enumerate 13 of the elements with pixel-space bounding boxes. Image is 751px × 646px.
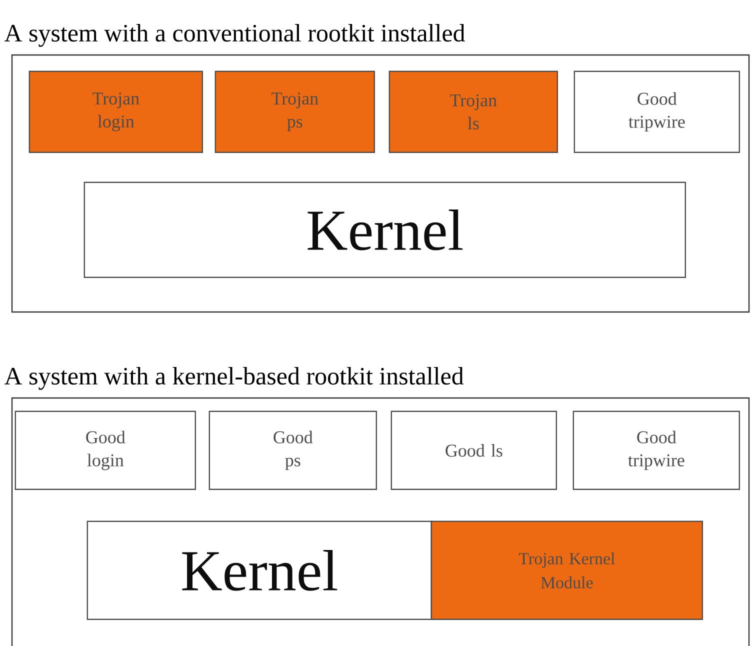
program-box: Good ps [208,410,378,490]
program-box: Trojan login [28,70,203,153]
program-box: Good login [14,410,196,490]
program-box: Good ls [390,410,557,490]
program-box: Trojan ps [214,70,376,153]
heading: A system with a kernel-based rootkit installed [4,367,464,390]
program-box: Good tripwire [572,410,740,490]
heading: A system with a conventional rootkit installed [4,24,465,47]
program-box: Trojan ls [388,70,558,153]
kernel-box: Kernel [84,182,686,278]
program-box: Good tripwire [574,70,740,153]
program-box: Trojan Kernel Module [430,520,703,620]
kernel-box: Kernel [86,520,432,620]
